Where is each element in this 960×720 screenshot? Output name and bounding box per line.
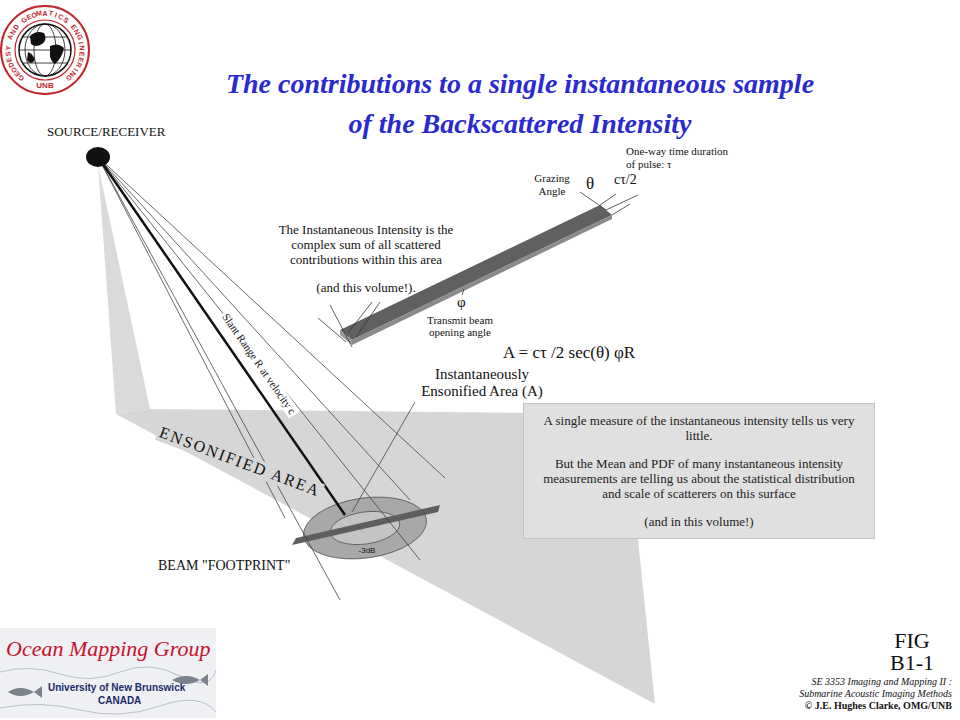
ring-letter: M [36, 10, 43, 18]
note-paragraph: (and in this volume!) [538, 514, 860, 529]
theta-symbol: θ [586, 174, 594, 194]
beam-angle-label: Transmit beam opening angle [415, 314, 505, 338]
pulse-length-label: cτ/2 [614, 172, 637, 188]
ring-letter: Y [4, 46, 11, 51]
phi-symbol: φ [457, 294, 466, 311]
group-logo [0, 628, 216, 718]
course-label: SE 3353 Imaging and Mapping II : [811, 676, 952, 688]
note-box: A single measure of the instantaneous in… [523, 403, 875, 539]
vertical-plane [98, 165, 150, 414]
ring-letter: N [78, 46, 85, 51]
source-label: SOURCE/RECEIVER [47, 124, 165, 139]
inset-lines [318, 192, 638, 347]
note-paragraph: A single measure of the instantaneous in… [538, 413, 860, 443]
title: The contributions to a single instantane… [225, 64, 815, 144]
slant-range-line [98, 157, 345, 515]
figure-number: FIG B1-1 [877, 630, 947, 674]
university-name: University of New Brunswick [48, 682, 185, 694]
instantaneous-strip [292, 505, 440, 545]
group-name: Ocean Mapping Group [6, 636, 211, 661]
db-label: -3dB [357, 546, 378, 555]
ring-letter: I [78, 41, 85, 44]
footprint-label: BEAM "FOOTPRINT" [158, 558, 290, 574]
copyright-label: © J.E. Hughes Clarke, OMG/UNB [805, 700, 952, 712]
ring-letter: T [48, 10, 53, 18]
country-name: CANADA [98, 695, 141, 707]
pulse-duration-label: One-way time duration of pulse: τ [626, 145, 736, 171]
ring-letter: S [4, 51, 11, 56]
note-paragraph: But the Mean and PDF of many instantaneo… [538, 456, 860, 501]
source-receiver-dot [86, 147, 110, 167]
ring-letter: G [76, 34, 84, 42]
slant-range-label: Slant Range R at velocity c [218, 309, 299, 418]
intensity-note: The Instantaneous Intensity is the compl… [261, 222, 471, 267]
logo-initials: UNB [36, 81, 53, 90]
area-formula: A = cτ /2 sec(θ) φR [503, 343, 635, 363]
ensonified-area-label: Instantaneously Ensonified Area (A) [407, 366, 557, 400]
course-label: Submarine Acoustic Imaging Methods [799, 688, 952, 700]
ring-letter: A [42, 10, 47, 17]
ring-letter [5, 41, 12, 44]
department-logo [1, 6, 89, 94]
grazing-angle-label: Grazing Angle [527, 172, 577, 198]
ring-letter: I [54, 11, 58, 18]
ring-letter: E [78, 51, 85, 56]
volume-note: (and this volume!). [316, 280, 415, 295]
